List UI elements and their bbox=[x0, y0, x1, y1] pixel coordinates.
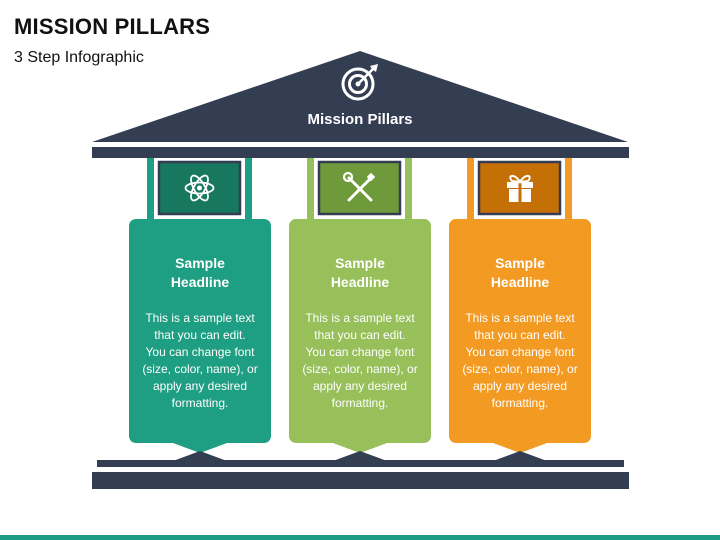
pillar-2-body-line3: You can change font bbox=[306, 345, 416, 359]
roof-label: Mission Pillars bbox=[307, 111, 412, 128]
pillar-3-body-line5: apply any desired bbox=[473, 379, 567, 393]
pillar-2-body-line4: (size, color, name), or bbox=[302, 362, 417, 376]
pillar-1-body-line1: This is a sample text bbox=[145, 311, 255, 325]
page-title: MISSION PILLARS bbox=[14, 14, 211, 39]
page-subtitle: 3 Step Infographic bbox=[14, 49, 144, 66]
bottom-accent-stripe bbox=[0, 535, 720, 540]
pillar-1-headline-line1: Sample bbox=[175, 255, 225, 271]
pillar-1-body-line2: that you can edit. bbox=[154, 328, 245, 342]
pillar-3-body-line6: formatting. bbox=[492, 396, 549, 410]
pillar-1-body-line6: formatting. bbox=[172, 396, 229, 410]
pillar-1: Sample Headline This is a sample text th… bbox=[129, 158, 271, 453]
pillar-2-body-line5: apply any desired bbox=[313, 379, 407, 393]
target-icon bbox=[341, 64, 378, 101]
roof-beam bbox=[92, 147, 629, 158]
pillar-3-body-line3: You can change font bbox=[466, 345, 576, 359]
pillar-1-body-line4: (size, color, name), or bbox=[142, 362, 257, 376]
pillar-3-body-line1: This is a sample text bbox=[465, 311, 575, 325]
pillar-2-body-line2: that you can edit. bbox=[314, 328, 405, 342]
pillar-3-body-line4: (size, color, name), or bbox=[462, 362, 577, 376]
pillar-2-base bbox=[333, 443, 387, 453]
pillar-2-post-right bbox=[405, 158, 412, 222]
pillar-2-headline-line1: Sample bbox=[335, 255, 385, 271]
pillar-2-body-line1: This is a sample text bbox=[305, 311, 415, 325]
pillar-1-post-right bbox=[245, 158, 252, 222]
pillar-1-body-line3: You can change font bbox=[146, 345, 256, 359]
pillar-2-body bbox=[289, 219, 431, 443]
foundation-connectors bbox=[173, 451, 547, 461]
pillar-1-body bbox=[129, 219, 271, 443]
foundation-step-top bbox=[97, 460, 624, 467]
pillar-1-base bbox=[173, 443, 227, 453]
pillar-3-post-left bbox=[467, 158, 474, 222]
pillar-2-post-left bbox=[307, 158, 314, 222]
pillar-3-headline-line2: Headline bbox=[491, 274, 550, 290]
foundation-step-bottom bbox=[92, 472, 629, 489]
atom-icon bbox=[184, 174, 215, 202]
pillar-1-post-left bbox=[147, 158, 154, 222]
pillar-1-body-line5: apply any desired bbox=[153, 379, 247, 393]
pillar-2-body-line6: formatting. bbox=[332, 396, 389, 410]
roof-triangle bbox=[92, 51, 628, 142]
pillar-3-body bbox=[449, 219, 591, 443]
pillar-3-body-line2: that you can edit. bbox=[474, 328, 565, 342]
gift-icon bbox=[507, 174, 533, 202]
pillar-3-base bbox=[493, 443, 547, 453]
pillar-2-headline-line2: Headline bbox=[331, 274, 390, 290]
pillar-3: Sample Headline This is a sample text th… bbox=[449, 158, 591, 453]
tools-icon bbox=[342, 171, 376, 202]
pillar-3-post-right bbox=[565, 158, 572, 222]
pillar-3-headline-line1: Sample bbox=[495, 255, 545, 271]
pillar-1-headline-line2: Headline bbox=[171, 274, 230, 290]
pillar-2: Sample Headline This is a sample text th… bbox=[289, 158, 431, 453]
